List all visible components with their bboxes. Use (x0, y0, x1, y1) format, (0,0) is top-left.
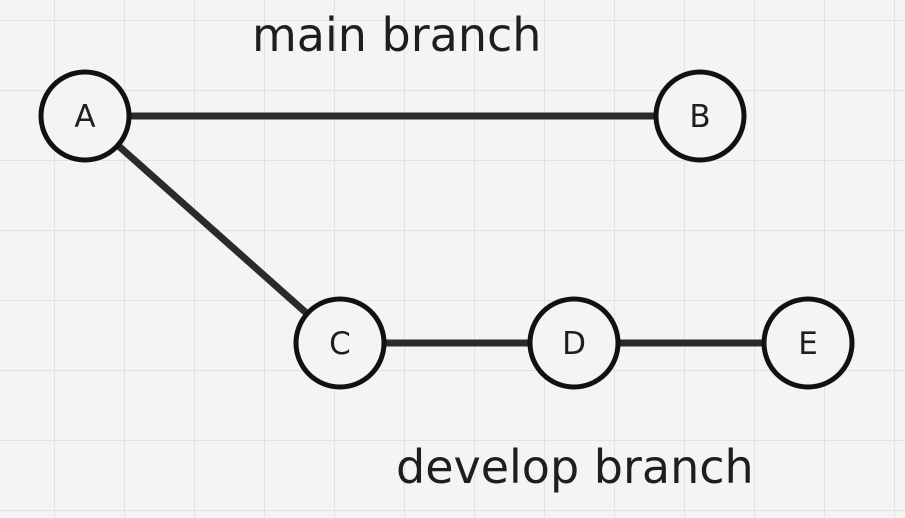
node-d[interactable]: D (527, 296, 621, 390)
node-c-label: C (329, 326, 351, 362)
main-branch-label: main branch (252, 8, 542, 62)
node-c[interactable]: C (293, 296, 387, 390)
node-b-circle (653, 69, 747, 163)
develop-branch-label: develop branch (396, 440, 754, 494)
node-e-label: E (798, 326, 818, 362)
node-a-circle (38, 69, 132, 163)
node-b[interactable]: B (653, 69, 747, 163)
node-e-circle (761, 296, 855, 390)
node-a[interactable]: A (38, 69, 132, 163)
edge-a-c (81, 112, 344, 347)
node-e[interactable]: E (761, 296, 855, 390)
node-d-label: D (562, 326, 586, 362)
node-b-label: B (689, 99, 710, 135)
node-a-label: A (74, 99, 95, 135)
node-c-circle (293, 296, 387, 390)
node-d-circle (527, 296, 621, 390)
